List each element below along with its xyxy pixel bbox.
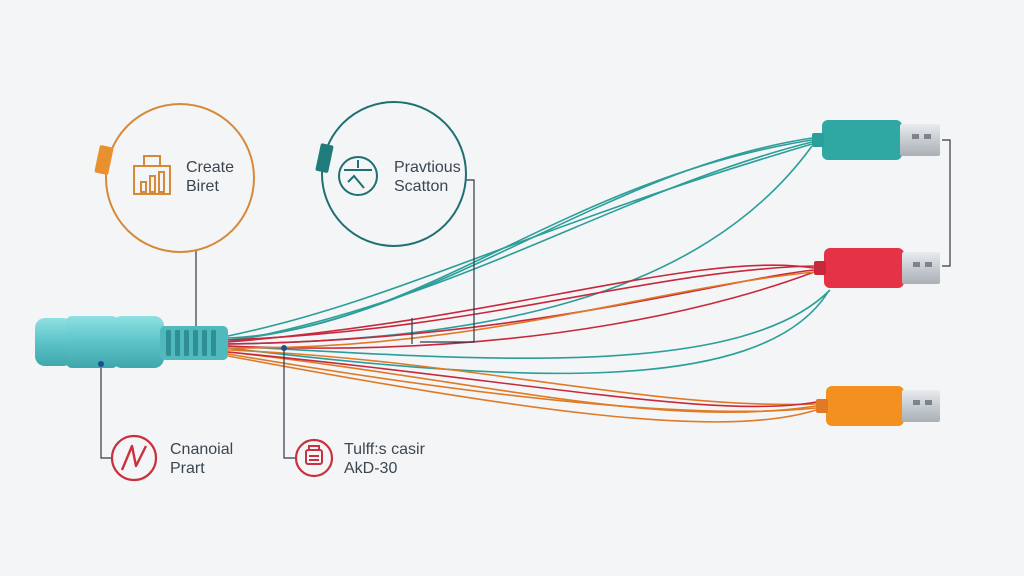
leader-lines <box>100 139 951 459</box>
label-cnanoial-line2: Prart <box>170 460 205 477</box>
wire <box>227 351 817 408</box>
label-create-line1: Create <box>186 159 235 176</box>
wire <box>227 264 815 343</box>
callout-pravtious <box>315 101 467 247</box>
machine-icon <box>305 445 323 465</box>
label-cnanoial-line1: Cnanoial <box>170 441 234 458</box>
wire <box>227 355 817 423</box>
label-tulffs: Tulff:s casir AkD-30 <box>344 440 425 478</box>
label-create-line2: Biret <box>186 178 219 195</box>
wire <box>227 353 817 413</box>
label-pravtious-line2: Scatton <box>394 178 449 195</box>
wire <box>227 141 813 343</box>
usb-plug-red <box>814 248 940 288</box>
callout-create <box>94 103 255 253</box>
main-plug <box>35 316 287 368</box>
label-tulffs-line1: Tulff:s casir <box>344 441 425 458</box>
gauge-icon <box>338 156 378 196</box>
wire-bundle <box>227 137 831 423</box>
wire <box>227 291 829 375</box>
shopping-bag-chart-icon <box>133 155 171 195</box>
label-tulffs-line2: AkD-30 <box>344 460 398 477</box>
wire <box>227 349 817 406</box>
label-pravtious-line1: Pravtious <box>394 159 461 176</box>
wire <box>227 289 831 360</box>
usb-plug-orange <box>816 386 940 426</box>
callout-tulffs <box>294 438 334 478</box>
wire <box>227 271 815 349</box>
callout-cnanoial <box>110 434 158 482</box>
label-pravtious: Pravtious Scatton <box>394 158 461 196</box>
wire <box>227 143 813 337</box>
pulse-icon <box>120 444 148 471</box>
label-cnanoial: Cnanoial Prart <box>170 440 233 478</box>
wire <box>227 271 815 349</box>
wire <box>227 265 815 341</box>
label-create: Create Biret <box>186 158 234 196</box>
usb-plug-teal <box>812 120 940 160</box>
wire <box>227 137 813 341</box>
wire <box>227 139 813 339</box>
